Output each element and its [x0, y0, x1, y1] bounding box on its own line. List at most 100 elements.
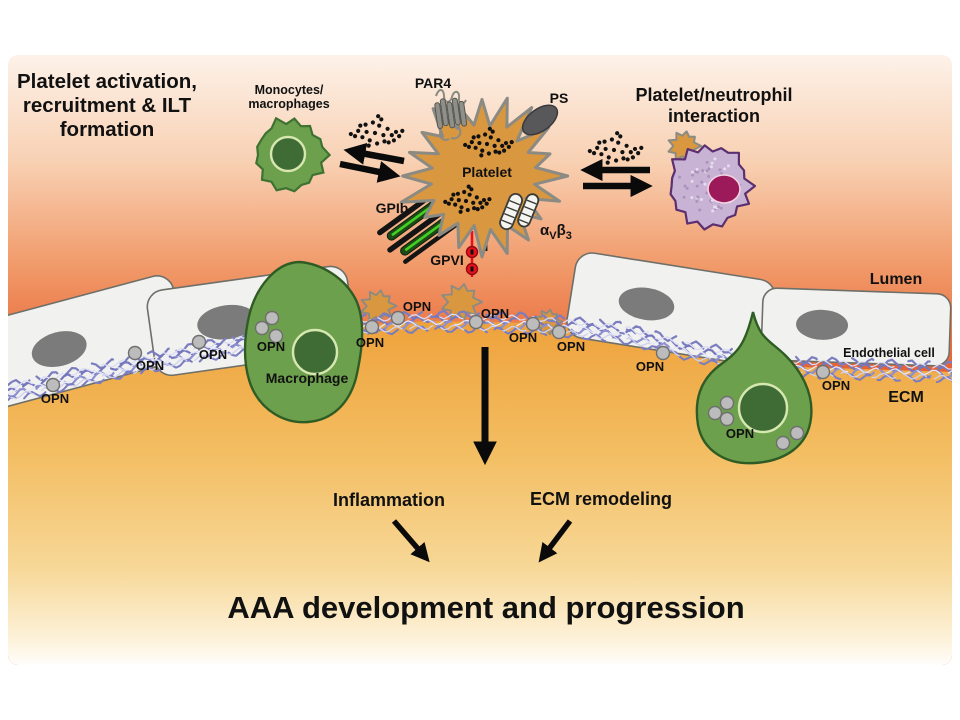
mediator-dot — [393, 129, 399, 135]
neutrophil-speckle — [690, 196, 694, 200]
mediator-dot — [391, 138, 396, 143]
neutrophil-speckle — [707, 167, 711, 171]
mediator-dot — [605, 160, 610, 165]
monocytes-label: macrophages — [248, 97, 329, 111]
opn-molecule — [719, 411, 735, 427]
mediator-dot — [379, 117, 384, 122]
macrophage-nucleus — [291, 328, 339, 376]
mediator-dot — [370, 120, 375, 125]
neutrophil-speckle — [726, 164, 730, 168]
mediator-dot — [614, 158, 619, 163]
neutrophil-speckle — [710, 161, 714, 165]
mediator-dot — [597, 140, 602, 145]
gpvi-receptor — [465, 231, 479, 277]
par4-receptor — [434, 89, 468, 141]
opn-label: OPN — [257, 339, 285, 354]
opn-molecule — [775, 435, 791, 451]
platelet-granule-dot — [477, 140, 482, 146]
opn-molecule — [551, 324, 567, 340]
opn-molecule — [254, 320, 270, 336]
opn-label: OPN — [726, 426, 754, 441]
mediator-dot — [616, 140, 621, 145]
platelet-granule-dot — [478, 200, 483, 205]
endothelial-nucleus — [796, 309, 849, 340]
opn-label: OPN — [403, 299, 431, 314]
ecm-to-aaa-arrow — [538, 519, 573, 563]
opn-label: OPN — [199, 347, 227, 362]
neutrophil-speckle — [695, 167, 699, 171]
secreted-mediator-dots — [348, 114, 644, 165]
platelet-granule-dot — [488, 135, 493, 140]
platelet-granule-dot — [486, 151, 491, 156]
transmigrating-macrophage-nucleus — [737, 382, 789, 434]
opn-molecule — [789, 425, 805, 441]
monocyte-nucleus — [269, 135, 307, 173]
mediator-dot — [587, 148, 592, 154]
mediator-dot — [367, 138, 372, 143]
monocyte-cell — [255, 116, 332, 193]
platelet-granule-dot — [469, 187, 474, 192]
endothelial-cell-label: Endothelial cell — [843, 346, 935, 360]
left-title: formation — [60, 118, 155, 141]
platelet-granule-dot — [480, 205, 485, 210]
endothelial-nucleus — [197, 304, 257, 340]
mediator-dot — [611, 147, 617, 153]
adherent-platelet — [441, 283, 484, 321]
inflammation-to-aaa-arrow — [391, 519, 430, 563]
macrophage-label: Macrophage — [266, 370, 349, 386]
avb3-integrin — [499, 193, 540, 231]
platelet-label: Platelet — [462, 164, 512, 180]
mediator-dot — [397, 134, 402, 139]
mediator-dot — [595, 145, 600, 150]
platelet-granule-dot — [463, 142, 468, 148]
opn-molecule — [707, 405, 723, 421]
opn-label: OPN — [41, 391, 69, 406]
ecm-label: ECM — [888, 389, 924, 406]
platelet-granule-dot — [443, 199, 448, 204]
arrows — [339, 142, 653, 563]
platelet-granule-dot — [480, 148, 485, 153]
mediator-dot — [630, 155, 636, 160]
neutrophil-speckle — [690, 170, 694, 174]
neutrophil-speckle — [711, 209, 715, 213]
endothelial-nucleus — [31, 331, 87, 368]
platelet-granule-dot — [456, 198, 461, 203]
mediator-dot — [603, 146, 608, 152]
neutrophil-speckle — [690, 179, 694, 183]
opn-molecule — [264, 310, 280, 326]
right-title: interaction — [668, 106, 760, 126]
mediator-dot — [609, 137, 615, 142]
platelet-granules — [443, 126, 514, 214]
platelet-granule-dot — [471, 200, 476, 205]
mediator-dot — [366, 143, 371, 148]
platelet-granule-dot — [481, 198, 487, 203]
neutrophil-speckle — [699, 198, 703, 202]
macrophage-cell — [243, 260, 364, 424]
mediator-dot — [628, 150, 633, 155]
platelet-granule-dot — [475, 207, 480, 212]
avb3-label: αVβ3 — [540, 222, 572, 242]
monocytes-label: Monocytes/ — [255, 83, 324, 97]
opn-molecule — [525, 316, 541, 332]
neutrophil-speckle — [719, 171, 723, 175]
platelet-granule-dot — [446, 201, 451, 206]
neutrophil-speckle — [683, 184, 687, 188]
platelet-granule-dot — [465, 207, 470, 213]
opn-molecule — [815, 364, 831, 380]
platelet-granule-dot — [458, 209, 463, 214]
opn-label: OPN — [822, 378, 850, 393]
platelet-cell-body — [399, 96, 570, 259]
neutrophil-speckle — [696, 195, 700, 199]
neutrophil-speckle — [698, 208, 702, 212]
opn-molecule — [468, 314, 484, 330]
mediator-dot — [386, 140, 391, 145]
platelet-granule-dot — [506, 144, 511, 149]
opn-label: OPN — [557, 339, 585, 354]
neutrophil-speckle — [700, 180, 704, 184]
platelet-granule-dot — [492, 143, 497, 148]
mediator-dot — [348, 131, 353, 137]
mediator-dot — [363, 122, 368, 127]
platelet-granule-dot — [473, 145, 478, 150]
right-title: Platelet/neutrophil — [635, 85, 792, 105]
